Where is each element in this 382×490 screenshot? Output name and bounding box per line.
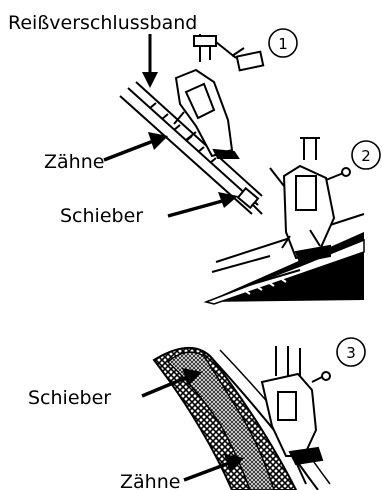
arrow-slider-1 (168, 192, 238, 216)
label-teeth-1: Zähne (44, 151, 104, 173)
label-zipper-tape: Reißverschlussband (8, 12, 197, 34)
arrow-zipper-tape (142, 34, 158, 88)
presser-foot-2 (270, 138, 350, 262)
step-3-badge: 3 (337, 338, 365, 366)
step-2-badge: 2 (352, 141, 380, 169)
arrow-teeth-1 (104, 132, 168, 160)
label-slider-2: Schieber (28, 387, 111, 409)
step-3-illustration: 3 (142, 338, 365, 490)
step-1-illustration: 1 (104, 29, 297, 216)
label-slider-1: Schieber (60, 205, 143, 227)
step-1-badge: 1 (269, 29, 297, 57)
step-3-number: 3 (346, 344, 356, 362)
step-2-number: 2 (361, 147, 371, 165)
step-2-illustration: 2 (206, 138, 380, 304)
presser-foot-1 (174, 34, 263, 158)
step-1-number: 1 (278, 35, 288, 53)
label-teeth-2: Zähne (120, 471, 180, 490)
